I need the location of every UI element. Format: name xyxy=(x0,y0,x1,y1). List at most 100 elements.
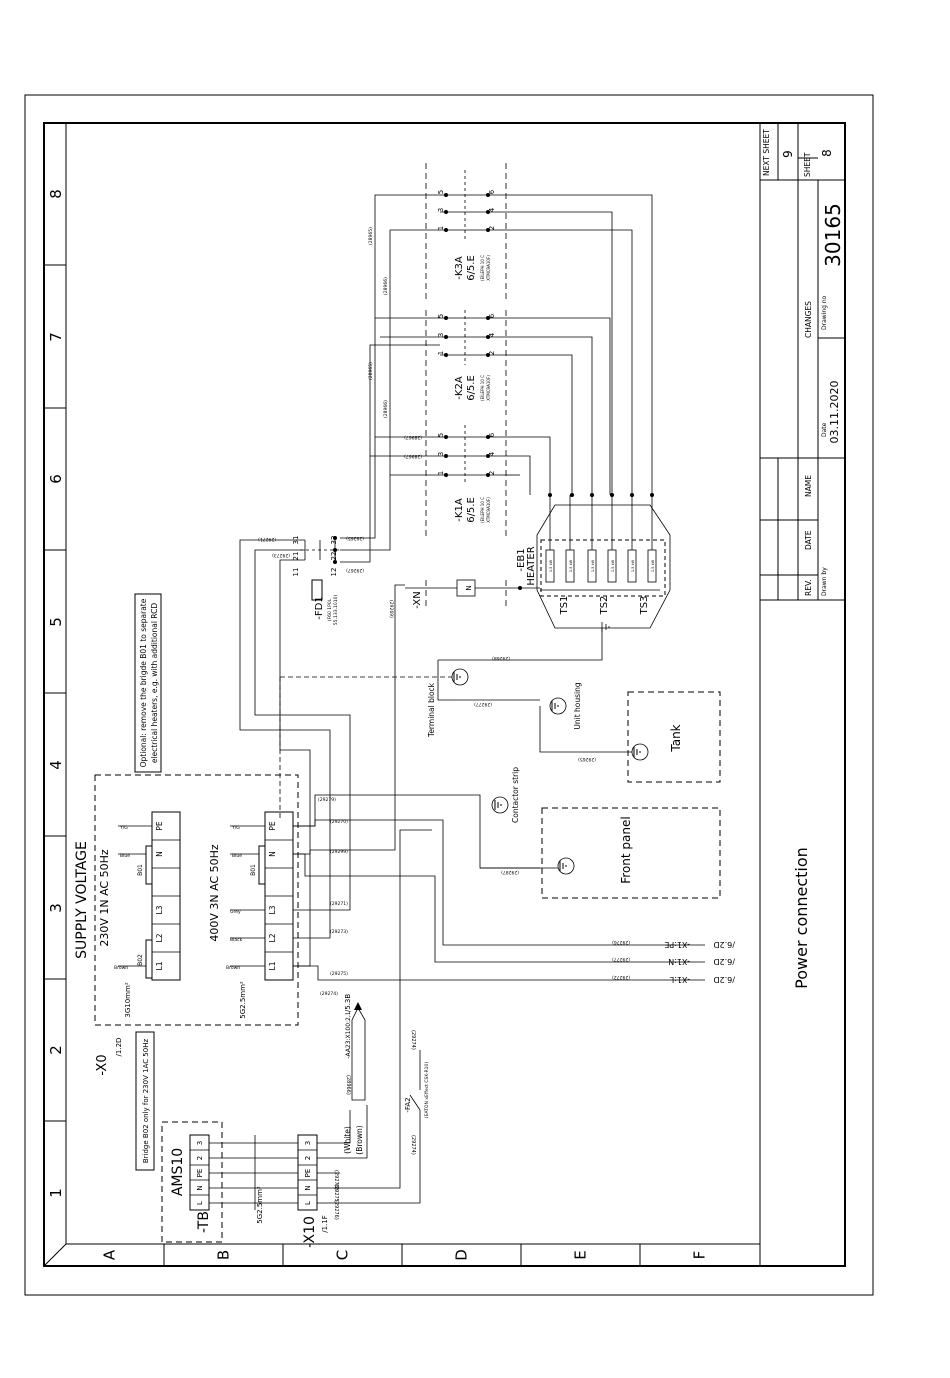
w-29275: (29275) xyxy=(330,971,348,977)
tb-2: 2 xyxy=(196,1156,204,1160)
grid-col-6: 6 xyxy=(47,474,65,484)
ts3-rating-b: 1.5 kW xyxy=(651,559,655,572)
supply-230v: 230V 1N AC 50Hz xyxy=(98,849,111,947)
t400-l3: L3 xyxy=(268,905,277,914)
k1a-p2: 2 xyxy=(488,471,496,475)
ground-tank xyxy=(631,743,649,761)
k1a-ref: 6/5.E xyxy=(466,497,477,523)
fa2-part: (EATON xEffect CSK-R10) xyxy=(424,1062,430,1118)
contactor-frames xyxy=(425,163,507,540)
w400-yg: Y/G xyxy=(231,825,240,831)
ams10-box xyxy=(161,1121,223,1243)
w-29270: (29270) xyxy=(330,819,348,825)
grid-col-5: 5 xyxy=(47,617,65,627)
x1-pe-ref: /6.2D xyxy=(713,940,735,949)
t230-l2: L2 xyxy=(155,933,164,942)
grid-row-a: A xyxy=(101,1249,119,1260)
k1a-label: -K1A xyxy=(454,498,465,522)
white-wire: (White) xyxy=(343,1126,352,1154)
tank-label: Tank xyxy=(669,724,683,752)
fd1-w2: (29273) xyxy=(272,552,290,558)
grid-col-2: 2 xyxy=(47,1045,65,1055)
ground-front-panel xyxy=(557,857,575,875)
k2a-p5: 5 xyxy=(437,314,445,318)
bridge-note-box xyxy=(135,1031,155,1171)
grid-row-ticks xyxy=(163,1244,641,1266)
grid-col-7: 7 xyxy=(47,332,65,342)
drawing-frame xyxy=(43,122,846,1267)
fa2-contact xyxy=(409,1050,421,1111)
grid-row-f: F xyxy=(691,1251,709,1260)
grid-col-1: 1 xyxy=(47,1188,65,1198)
unit-housing-label: Unit housing xyxy=(573,682,582,729)
label-rev: REV. xyxy=(804,580,813,597)
w400-black: Black xyxy=(230,937,243,943)
w-29277-g: (29277) xyxy=(474,701,492,707)
ts3-label: TS3 xyxy=(639,596,650,616)
w400-blue: Blue xyxy=(232,853,242,859)
w230-blue: Blue xyxy=(120,853,130,859)
contactor-dots xyxy=(333,193,654,564)
k2a-p6: 6 xyxy=(488,313,496,318)
ts2-label: TS2 xyxy=(599,596,610,616)
t400-n: N xyxy=(268,851,277,857)
k3a-p2: 2 xyxy=(488,226,496,230)
ams10-label: AMS10 xyxy=(170,1148,186,1196)
optional-note-box xyxy=(134,593,162,773)
eb1-label: -EB1 xyxy=(516,548,527,571)
fd1-part2: 55.133.1010) xyxy=(333,595,339,626)
sheet-title: Power connection xyxy=(792,847,811,989)
tb-terminals xyxy=(189,1134,210,1211)
k2a-label: -K2A xyxy=(454,376,465,400)
x10-3: 3 xyxy=(304,1141,312,1145)
b01-label-400: B01 xyxy=(250,864,257,876)
x1-pe-wire: (29276) xyxy=(612,939,630,945)
label-sheet: SHEET xyxy=(803,152,812,177)
fd1-p11: 11 xyxy=(292,568,300,577)
label-drawn-by: Drawn by xyxy=(821,567,828,596)
x10-l: L xyxy=(304,1201,312,1205)
k1a-p6: 6 xyxy=(488,432,496,437)
cw-28965-b: (28965) xyxy=(368,362,374,380)
fd1-box xyxy=(311,579,323,601)
fd1-label: -FD1 xyxy=(314,596,325,619)
supply-heading: SUPPLY VOLTAGE xyxy=(74,841,90,959)
ts3-rating-a: 1.5 kW xyxy=(631,559,635,572)
w-29278-x10: (29278) xyxy=(333,1170,339,1190)
aa23-connector xyxy=(351,1002,366,1101)
k2a-part2: XTMC9A10F) xyxy=(486,375,491,401)
k1a-part1: (EILEPH 10 C xyxy=(480,497,485,523)
bridge-b02 xyxy=(145,939,153,979)
next-sheet-value: 9 xyxy=(781,150,795,158)
w230-yg: Y/G xyxy=(119,825,128,831)
tb-label: -TB xyxy=(196,1211,212,1233)
fd1-p32: 32 xyxy=(330,536,338,545)
optional-note-1: Optional: remove the brigde B01 to separ… xyxy=(139,598,148,767)
t230-l1: L1 xyxy=(155,961,164,970)
fd1-p21: 21 xyxy=(292,552,300,561)
fa2-label: -FA2 xyxy=(404,1097,412,1112)
x1-l-wire: (29272) xyxy=(612,974,630,980)
k3a-p1: 1 xyxy=(437,226,445,230)
grid-col-ticks xyxy=(44,264,66,1122)
fd1-w4: (29267) xyxy=(346,567,364,573)
heater-elements xyxy=(545,549,657,583)
terminal-block-label: Terminal block xyxy=(427,682,436,738)
grid-row-e: E xyxy=(572,1250,590,1259)
tank-box xyxy=(627,691,721,783)
page-border xyxy=(24,94,874,1296)
tb-n: N xyxy=(196,1185,204,1190)
cw-28966-b: (28966) xyxy=(383,400,389,418)
k2a-part1: (EILEPH 10 C xyxy=(480,375,485,401)
grid-row-c: C xyxy=(334,1250,352,1260)
k1a-p3: 3 xyxy=(437,452,445,456)
x10-label: -X10 xyxy=(302,1216,318,1248)
supply-box xyxy=(94,774,299,1026)
k1a-part2: XTMC9A10F) xyxy=(486,497,491,523)
k3a-p6: 6 xyxy=(488,189,496,194)
brown-wire: (Brown) xyxy=(355,1125,364,1154)
k2a-p1: 1 xyxy=(437,351,445,355)
label-next-sheet: NEXT SHEET xyxy=(762,129,771,176)
k3a-p5: 5 xyxy=(437,190,445,194)
x0-label: -X0 xyxy=(95,1054,110,1075)
